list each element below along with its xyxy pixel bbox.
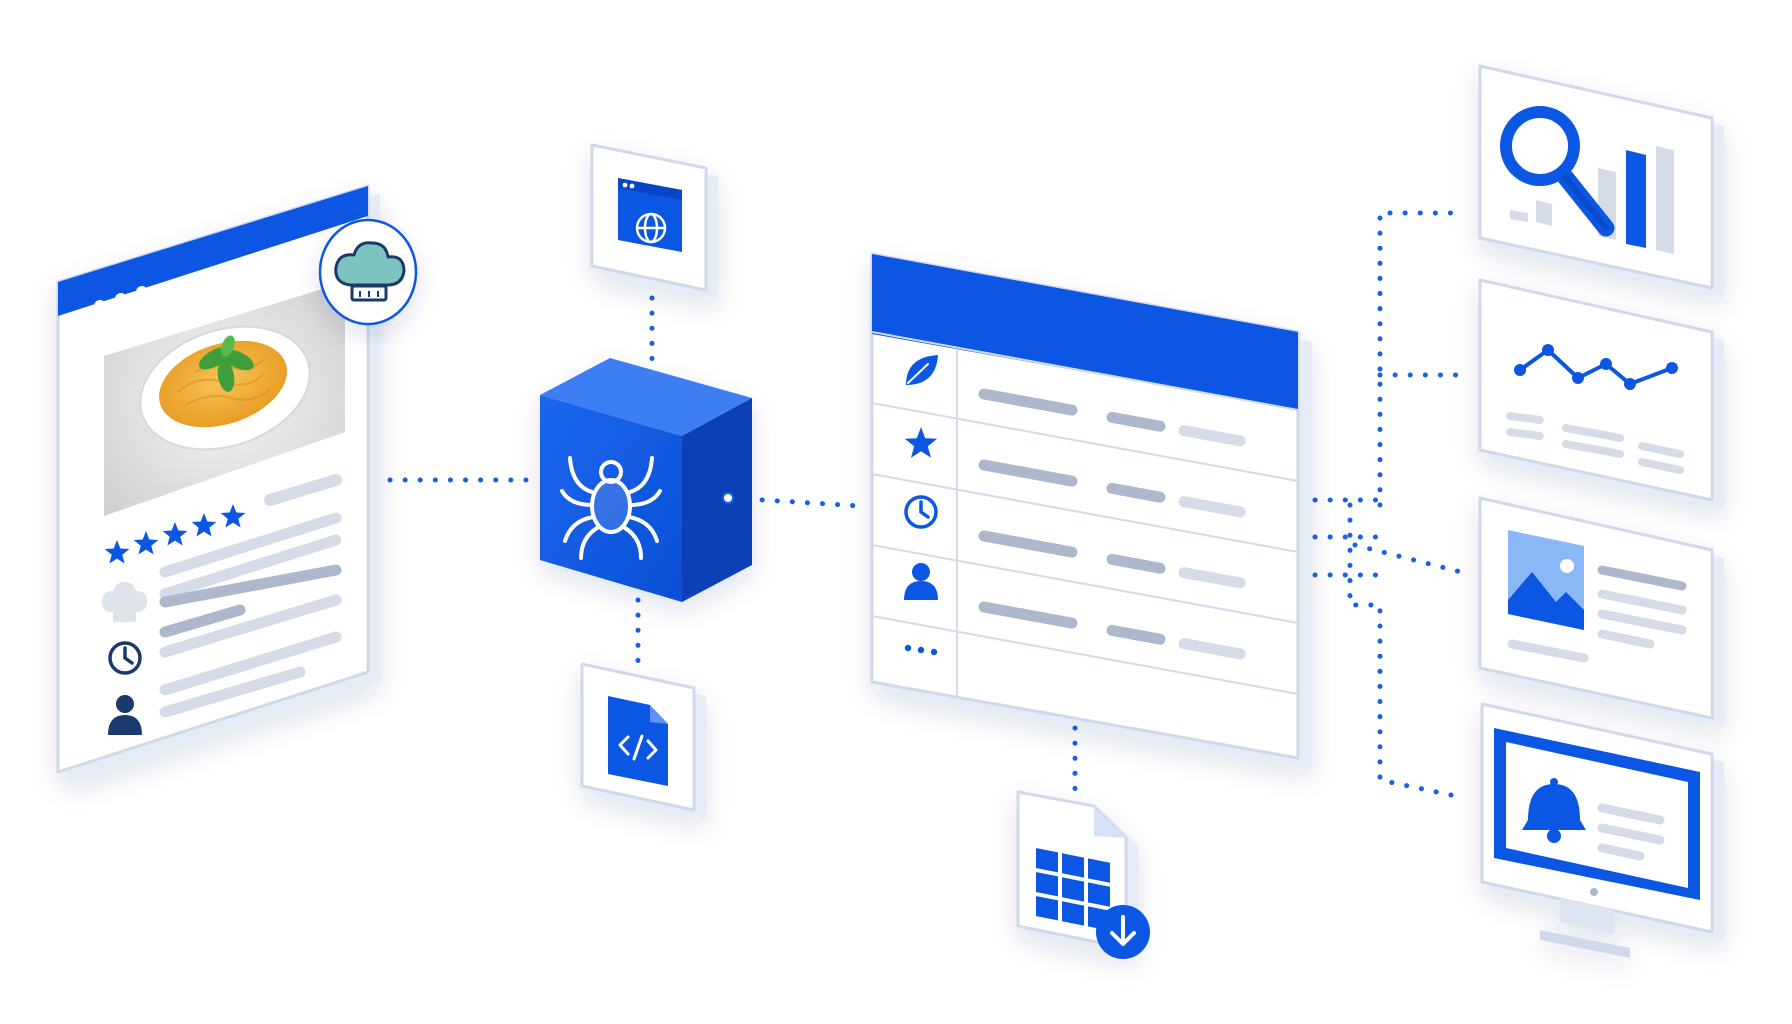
table-cell-value — [1178, 567, 1246, 589]
table-cell-value — [1106, 411, 1166, 432]
table-row-divider — [871, 402, 1299, 482]
browser-top-bar — [58, 186, 368, 316]
browser-window-dots — [94, 286, 148, 312]
spreadsheet-cell — [1088, 858, 1110, 883]
connector-lines — [387, 210, 1468, 801]
table-cell-value — [1178, 425, 1246, 447]
spreadsheet-cell — [1062, 853, 1084, 878]
cube-port — [722, 492, 734, 504]
trend-point — [1542, 344, 1554, 356]
bell-monitor-icon — [1494, 728, 1700, 900]
connector-to-content — [1352, 542, 1468, 576]
bell-icon — [1522, 778, 1586, 843]
scraper-engine-cube — [540, 358, 752, 602]
table-cell-value — [1178, 638, 1246, 660]
table-cell-value — [978, 388, 1078, 416]
table-cell-value — [978, 459, 1078, 487]
rating-star — [162, 522, 188, 546]
spreadsheet-cell — [1036, 848, 1058, 873]
trend-point — [1600, 358, 1612, 370]
table-row-divider — [871, 331, 1299, 411]
connector-scraper-to-table — [729, 495, 863, 509]
code-file-icon — [608, 696, 668, 786]
cube-front — [540, 395, 682, 602]
cube-top — [540, 358, 752, 436]
table-cells — [978, 388, 1246, 660]
table-cell-value — [978, 530, 1078, 558]
table-cell-value — [1106, 624, 1166, 645]
user-icon — [108, 695, 142, 735]
table-cell-value — [978, 601, 1078, 629]
basil-leaves — [198, 335, 254, 392]
spreadsheet-cell — [1062, 901, 1084, 926]
spider-icon — [560, 456, 662, 560]
recipe-text-lines — [159, 512, 342, 718]
star-icon — [904, 427, 938, 458]
rating-star — [133, 531, 159, 555]
rating-text-line — [264, 474, 342, 506]
table-cell-value — [1106, 482, 1166, 503]
spreadsheet-cell — [1062, 877, 1084, 902]
connector-bus — [1312, 497, 1383, 578]
web-page-icon — [618, 178, 682, 252]
spreadsheet-cell — [1088, 882, 1110, 907]
user-icon — [904, 563, 938, 600]
connector-to-alert — [1347, 502, 1468, 801]
trend-point — [1624, 378, 1636, 390]
table-cell-value — [1178, 496, 1246, 518]
clock-icon — [108, 641, 142, 675]
cube-side — [682, 398, 752, 602]
rating-star — [220, 504, 246, 528]
table-header — [872, 254, 1298, 410]
image-card-icon — [1507, 530, 1687, 663]
table-row-divider — [871, 544, 1299, 624]
rating-stars — [104, 504, 246, 564]
trend-point — [1572, 372, 1584, 384]
pasta-photo — [104, 282, 345, 516]
trend-point — [1514, 364, 1526, 376]
trend-point — [1666, 362, 1678, 374]
clock-icon — [904, 495, 938, 529]
spreadsheet-cell — [1036, 872, 1058, 897]
spreadsheet-cell — [1036, 896, 1058, 921]
more-dots-icon — [904, 644, 938, 656]
table-row-divider — [871, 473, 1299, 553]
spreadsheet-grid-icon — [1036, 848, 1110, 931]
magnifier-bar-chart-icon — [1500, 106, 1674, 254]
chef-hat-icon — [334, 241, 406, 302]
table-cell-value — [1106, 553, 1166, 574]
structured-data-table — [870, 252, 1312, 768]
rating-star — [191, 513, 217, 537]
output-trend-chart-panel — [1478, 278, 1724, 508]
line-chart-icon — [1506, 344, 1684, 474]
globe-icon — [635, 212, 667, 244]
chef-hat-icon — [102, 582, 147, 622]
download-badge-icon — [1096, 905, 1150, 959]
leaf-icon — [906, 355, 938, 385]
table-row-divider — [871, 615, 1299, 695]
rating-star — [104, 540, 130, 564]
connector-to-seo — [1377, 210, 1468, 508]
table-grid — [871, 331, 1299, 697]
